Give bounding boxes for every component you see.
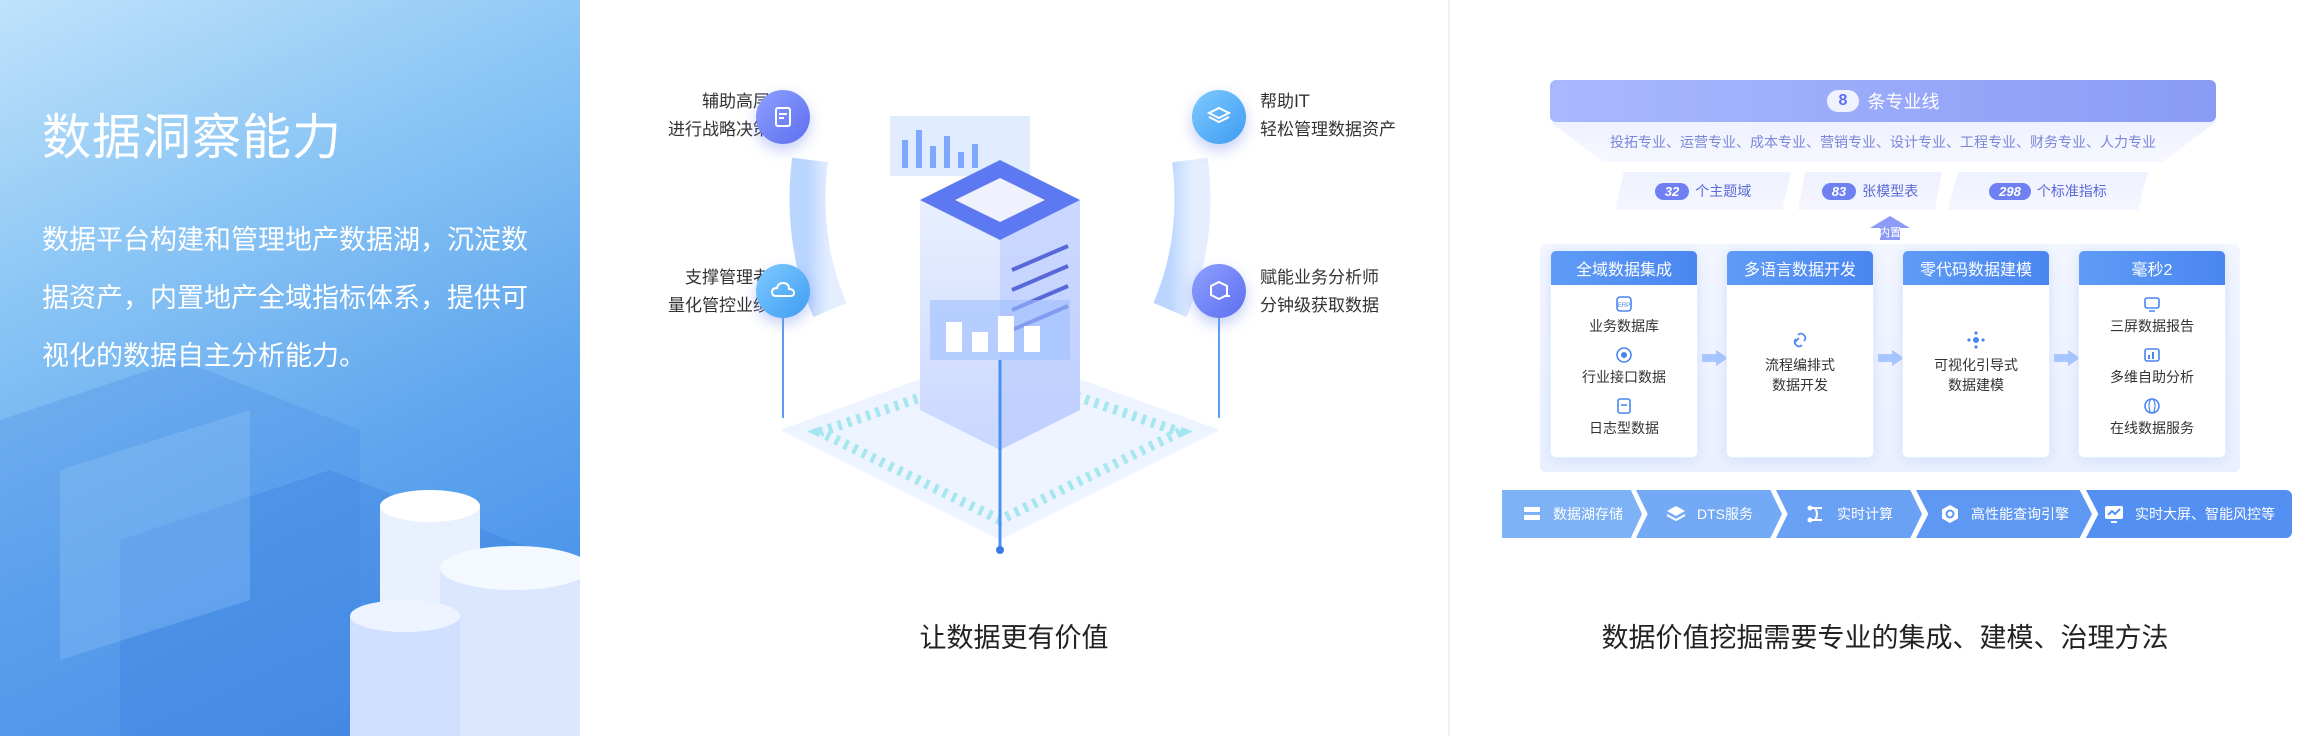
metric-number: 32 [1654,182,1690,200]
band-dashboards-risk: 实时大屏、智能风控等 [2086,490,2292,538]
svg-text:ERP: ERP [1618,303,1630,309]
hero-description: 数据平台构建和管理地产数据湖，沉淀数据资产，内置地产全域指标体系，提供可视化的数… [42,225,528,372]
specialties-list: 投拓专业、运营专业、成本专业、营销专业、设计专业、工程专业、财务专业、人力专业 [1610,134,2156,150]
specialty-count: 8 [1826,90,1860,112]
chevron-right-icon [2054,350,2080,366]
callout-it: 帮助IT 轻松管理数据资产 [1260,88,1440,144]
card-nocode-modeling: 零代码数据建模 可视化引导式 数据建模 [1902,250,2050,458]
card-item: 三屏数据报告 [2079,295,2225,336]
band-label: 实时计算 [1837,506,1893,522]
callout-executives-line2: 进行战略决策 [668,120,770,140]
card-item-label: 业务数据库 [1589,318,1659,334]
metric-number: 83 [1821,182,1857,200]
flow-icon [1807,505,1822,523]
hero-title: 数据洞察能力 [42,109,343,166]
callout-it-line1: 帮助IT [1260,92,1310,112]
card-item-label: 多维自助分析 [2110,369,2194,385]
storage-icon [1524,507,1540,520]
band-label: DTS服务 [1697,506,1753,522]
metric-label: 个主题域 [1695,183,1752,199]
target-icon [1616,347,1632,363]
metric-topic-domains: 32 个主题域 [1615,172,1791,210]
connector-line-right [1218,318,1220,418]
cloud-network-icon [756,264,810,318]
card-item-line2: 数据开发 [1772,377,1828,393]
specialty-label: 条专业线 [1867,92,1940,112]
log-file-icon [1617,398,1631,414]
card-item-line2: 数据建模 [1948,377,2004,393]
card-data-integration: 全域数据集成 ERP 业务数据库 行业接口数据 日志型数据 [1550,250,1698,458]
monitor-icon [2105,506,2123,523]
callout-executives-line1: 辅助高层 [702,92,770,112]
metric-label: 个标准指标 [2036,183,2107,199]
inflow-arrow-icon [1870,216,1910,240]
callout-executives: 辅助高层 进行战略决策 [620,88,770,144]
metric-model-tables: 83 张模型表 [1798,172,1942,210]
specialties-fan [1550,122,2216,162]
card-item-line1: 流程编排式 [1765,357,1835,373]
callout-managers-line1: 支撑管理者 [685,268,770,288]
card-item-label: 在线数据服务 [2110,420,2194,436]
chevron-right-icon [1878,350,1904,366]
card-millisecond: 毫秒2 三屏数据报告 多维自助分析 在线数据服务 [2078,250,2226,458]
card-multilang-dev: 多语言数据开发 流程编排式 数据开发 [1726,250,1874,458]
callout-analysts: 赋能业务分析师 分钟级获取数据 [1260,264,1440,320]
band-label: 实时大屏、智能风控等 [2135,506,2275,522]
card-item: 日志型数据 [1551,397,1697,438]
chevron-right-icon [1702,350,1728,366]
stack-icon [1666,506,1686,522]
hero-panel: 数据洞察能力 数据平台构建和管理地产数据湖，沉淀数据资产，内置地产全域指标体系，… [0,0,580,736]
card-item-label: 行业接口数据 [1582,369,1666,385]
card-item: 行业接口数据 [1551,346,1697,387]
card-item: 多维自助分析 [2079,346,2225,387]
band-label: 高性能查询引擎 [1971,506,2069,522]
bar-chart-icon [2144,348,2160,362]
cylinders-illustration [350,490,580,736]
value-panel: 辅助高层 进行战略决策 支撑管理者 量化管控业绩 帮助IT 轻松管理数据资产 赋… [580,0,1448,736]
infrastructure-band: 数据湖存储 DTS服务 实时计算 高性能查询引擎 实时大屏、智能风控等 [1502,490,2292,538]
card-item-line1: 可视化引导式 [1934,357,2018,373]
band-label: 数据湖存储 [1553,506,1623,522]
card-item: 流程编排式 数据开发 [1727,331,1873,395]
layers-icon [1192,90,1246,144]
metric-number: 298 [1989,182,2031,200]
screen-icon [2144,297,2160,312]
band-query-engine: 高性能查询引擎 [1916,490,2092,538]
callout-analysts-line2: 分钟级获取数据 [1260,296,1379,316]
card-item: 可视化引导式 数据建模 [1903,331,2049,395]
methods-caption: 数据价值挖掘需要专业的集成、建模、治理方法 [1601,623,2169,654]
callout-managers: 支撑管理者 量化管控业绩 [620,264,770,320]
inflow-label: 内置 [1879,227,1901,239]
card-item-label: 日志型数据 [1589,420,1659,436]
band-dts-service: DTS服务 [1636,490,1782,538]
connector-line-left [782,318,784,418]
data-tower-illustration [780,116,1220,554]
metric-standard-indicators: 298 个标准指标 [1948,172,2148,210]
divider-right [1448,0,1450,736]
band-data-lake-storage: 数据湖存储 [1502,490,1642,538]
band-realtime-compute: 实时计算 [1776,490,1922,538]
specialty-lines-banner: 8 条专业线 [1550,80,2216,122]
callout-analysts-line1: 赋能业务分析师 [1260,268,1379,288]
methods-panel: 8 条专业线 投拓专业、运营专业、成本专业、营销专业、设计专业、工程专业、财务专… [1450,0,2320,736]
nodes-icon [1967,331,1985,349]
search-icon [1942,505,1958,523]
card-title: 零代码数据建模 [1903,251,2049,285]
value-caption: 让数据更有价值 [919,623,1109,654]
cube-plus-icon [1192,264,1246,318]
card-title: 毫秒2 [2079,251,2225,285]
callout-managers-line2: 量化管控业绩 [668,296,770,316]
card-item: ERP 业务数据库 [1551,295,1697,336]
callout-it-line2: 轻松管理数据资产 [1260,120,1396,140]
document-chart-icon [756,90,810,144]
card-item-label: 三屏数据报告 [2110,318,2194,334]
globe-icon [2144,398,2160,414]
metric-label: 张模型表 [1862,183,1919,199]
card-title: 多语言数据开发 [1727,251,1873,285]
card-title: 全域数据集成 [1551,251,1697,285]
card-item: 在线数据服务 [2079,397,2225,438]
erp-icon: ERP [1616,296,1632,312]
link-icon [1793,332,1807,348]
